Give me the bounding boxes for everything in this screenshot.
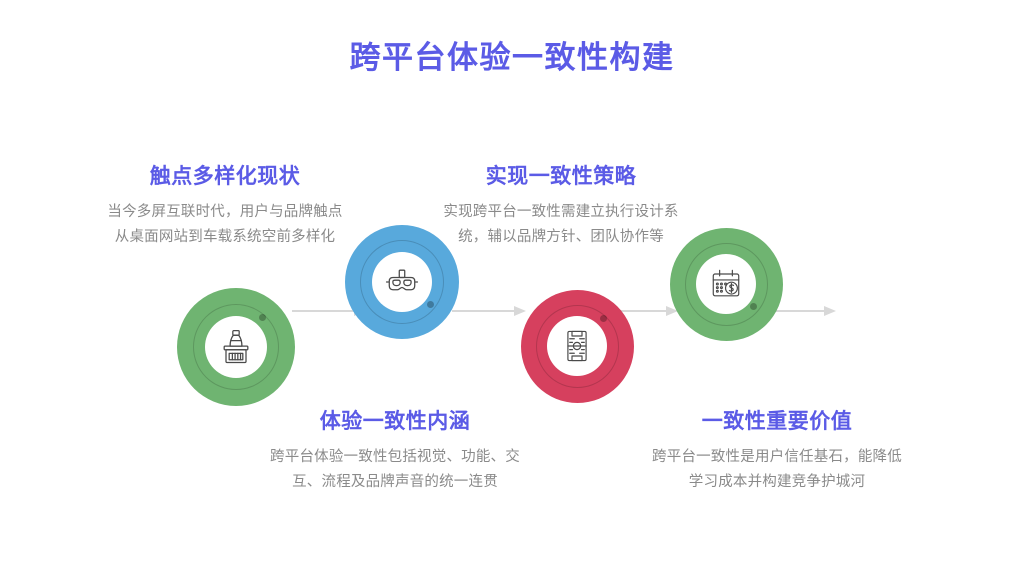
block-consistency-strategy: 实现一致性策略 实现跨平台一致性需建立执行设计系统，辅以品牌方针、团队协作等 <box>437 163 685 250</box>
sports-field-icon <box>557 326 597 366</box>
node-circle-1[interactable] <box>177 288 295 406</box>
node-circle-4[interactable] <box>670 228 783 341</box>
node-ring-4 <box>685 243 768 326</box>
corner-marker-bottom-right <box>1017 578 1024 585</box>
node-progress-dot-2 <box>427 301 434 308</box>
node-ring-1 <box>193 304 279 390</box>
node-progress-dot-4 <box>750 303 757 310</box>
block-body: 跨平台体验一致性包括视觉、功能、交互、流程及品牌声音的统一连贯 <box>270 449 520 490</box>
block-body: 实现跨平台一致性需建立执行设计系统，辅以品牌方针、团队协作等 <box>443 204 679 245</box>
block-title: 触点多样化现状 <box>149 165 301 188</box>
government-building-icon <box>216 327 256 367</box>
node-icon-disc-3 <box>547 316 607 376</box>
node-progress-dot-3 <box>600 315 607 322</box>
arrow-connector-2 <box>452 305 526 317</box>
node-ring-3 <box>536 305 619 388</box>
corner-marker-top-left <box>0 0 7 7</box>
calendar-money-icon <box>706 264 746 304</box>
block-title: 实现一致性策略 <box>485 165 637 188</box>
node-ring-2 <box>360 240 444 324</box>
node-icon-disc-4 <box>696 254 756 314</box>
block-body: 当今多屏互联时代，用户与品牌触点从桌面网站到车载系统空前多样化 <box>107 204 343 245</box>
vr-headset-icon <box>382 262 422 302</box>
block-touchpoint-diversity: 触点多样化现状 当今多屏互联时代，用户与品牌触点从桌面网站到车载系统空前多样化 <box>104 163 346 250</box>
node-circle-3[interactable] <box>521 290 634 403</box>
block-title: 体验一致性内涵 <box>319 410 471 433</box>
page-title: 跨平台体验一致性构建 <box>349 40 675 75</box>
node-icon-disc-1 <box>205 316 267 378</box>
node-icon-disc-2 <box>372 252 432 312</box>
block-title: 一致性重要价值 <box>701 410 853 433</box>
node-progress-dot-1 <box>259 314 266 321</box>
block-consistency-value: 一致性重要价值 跨平台一致性是用户信任基石，能降低学习成本并构建竞争护城河 <box>650 408 904 495</box>
node-circle-2[interactable] <box>345 225 459 339</box>
block-consistency-meaning: 体验一致性内涵 跨平台体验一致性包括视觉、功能、交互、流程及品牌声音的统一连贯 <box>268 408 522 495</box>
block-body: 跨平台一致性是用户信任基石，能降低学习成本并构建竞争护城河 <box>652 449 902 490</box>
